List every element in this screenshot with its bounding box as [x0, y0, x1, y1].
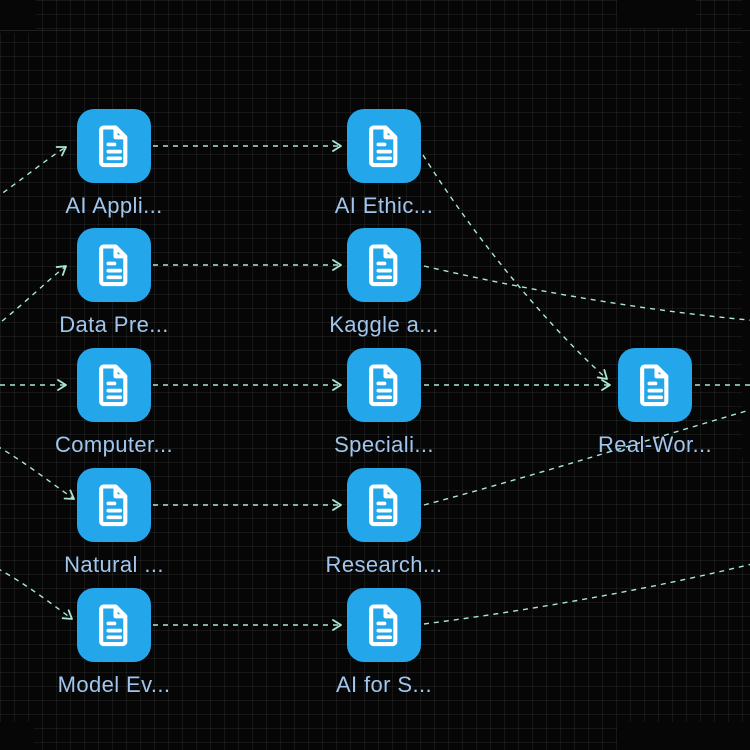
document-icon — [99, 244, 128, 287]
graph-node-research[interactable] — [347, 468, 421, 542]
node-label-specialization: Speciali... — [334, 432, 434, 457]
node-label-model-evaluation: Model Ev... — [57, 672, 171, 697]
document-icon — [99, 364, 128, 407]
node-label-ai-for-social: AI for S... — [335, 672, 433, 697]
node-label-kaggle: Kaggle a... — [329, 312, 439, 337]
document-icon — [99, 125, 128, 168]
node-label-ai-applications: AI Appli... — [65, 193, 163, 218]
node-label-ai-ethics: AI Ethic... — [334, 193, 434, 218]
graph-node-kaggle[interactable] — [347, 228, 421, 302]
grid-void — [0, 722, 34, 750]
document-icon — [99, 484, 128, 527]
node-label-data-preprocessing: Data Pre... — [59, 312, 169, 337]
grid-void — [617, 0, 696, 28]
node-label-real-world: Real-Wor... — [597, 432, 713, 457]
graph-node-data-preprocessing[interactable] — [77, 228, 151, 302]
graph-node-computer-vision[interactable] — [77, 348, 151, 422]
graph-node-ai-applications[interactable] — [77, 109, 151, 183]
document-icon — [640, 364, 669, 407]
graph-node-ai-ethics[interactable] — [347, 109, 421, 183]
document-icon — [369, 364, 398, 407]
graph-node-specialization[interactable] — [347, 348, 421, 422]
document-icon — [99, 604, 128, 647]
node-label-natural-language: Natural ... — [64, 552, 164, 577]
edge-ai-ethics-real-world — [422, 154, 608, 380]
graph-node-natural-language[interactable] — [77, 468, 151, 542]
graph-node-real-world[interactable] — [618, 348, 692, 422]
node-label-computer-vision: Computer... — [54, 432, 174, 457]
document-icon — [369, 484, 398, 527]
grid-void — [742, 0, 750, 458]
grid-void — [0, 0, 36, 33]
document-icon — [369, 125, 398, 168]
document-icon — [369, 244, 398, 287]
graph-node-model-evaluation[interactable] — [77, 588, 151, 662]
grid-void — [617, 722, 750, 750]
document-icon — [369, 604, 398, 647]
grid-major-line — [0, 30, 750, 31]
node-label-research: Research... — [325, 552, 443, 577]
graph-node-ai-for-social[interactable] — [347, 588, 421, 662]
